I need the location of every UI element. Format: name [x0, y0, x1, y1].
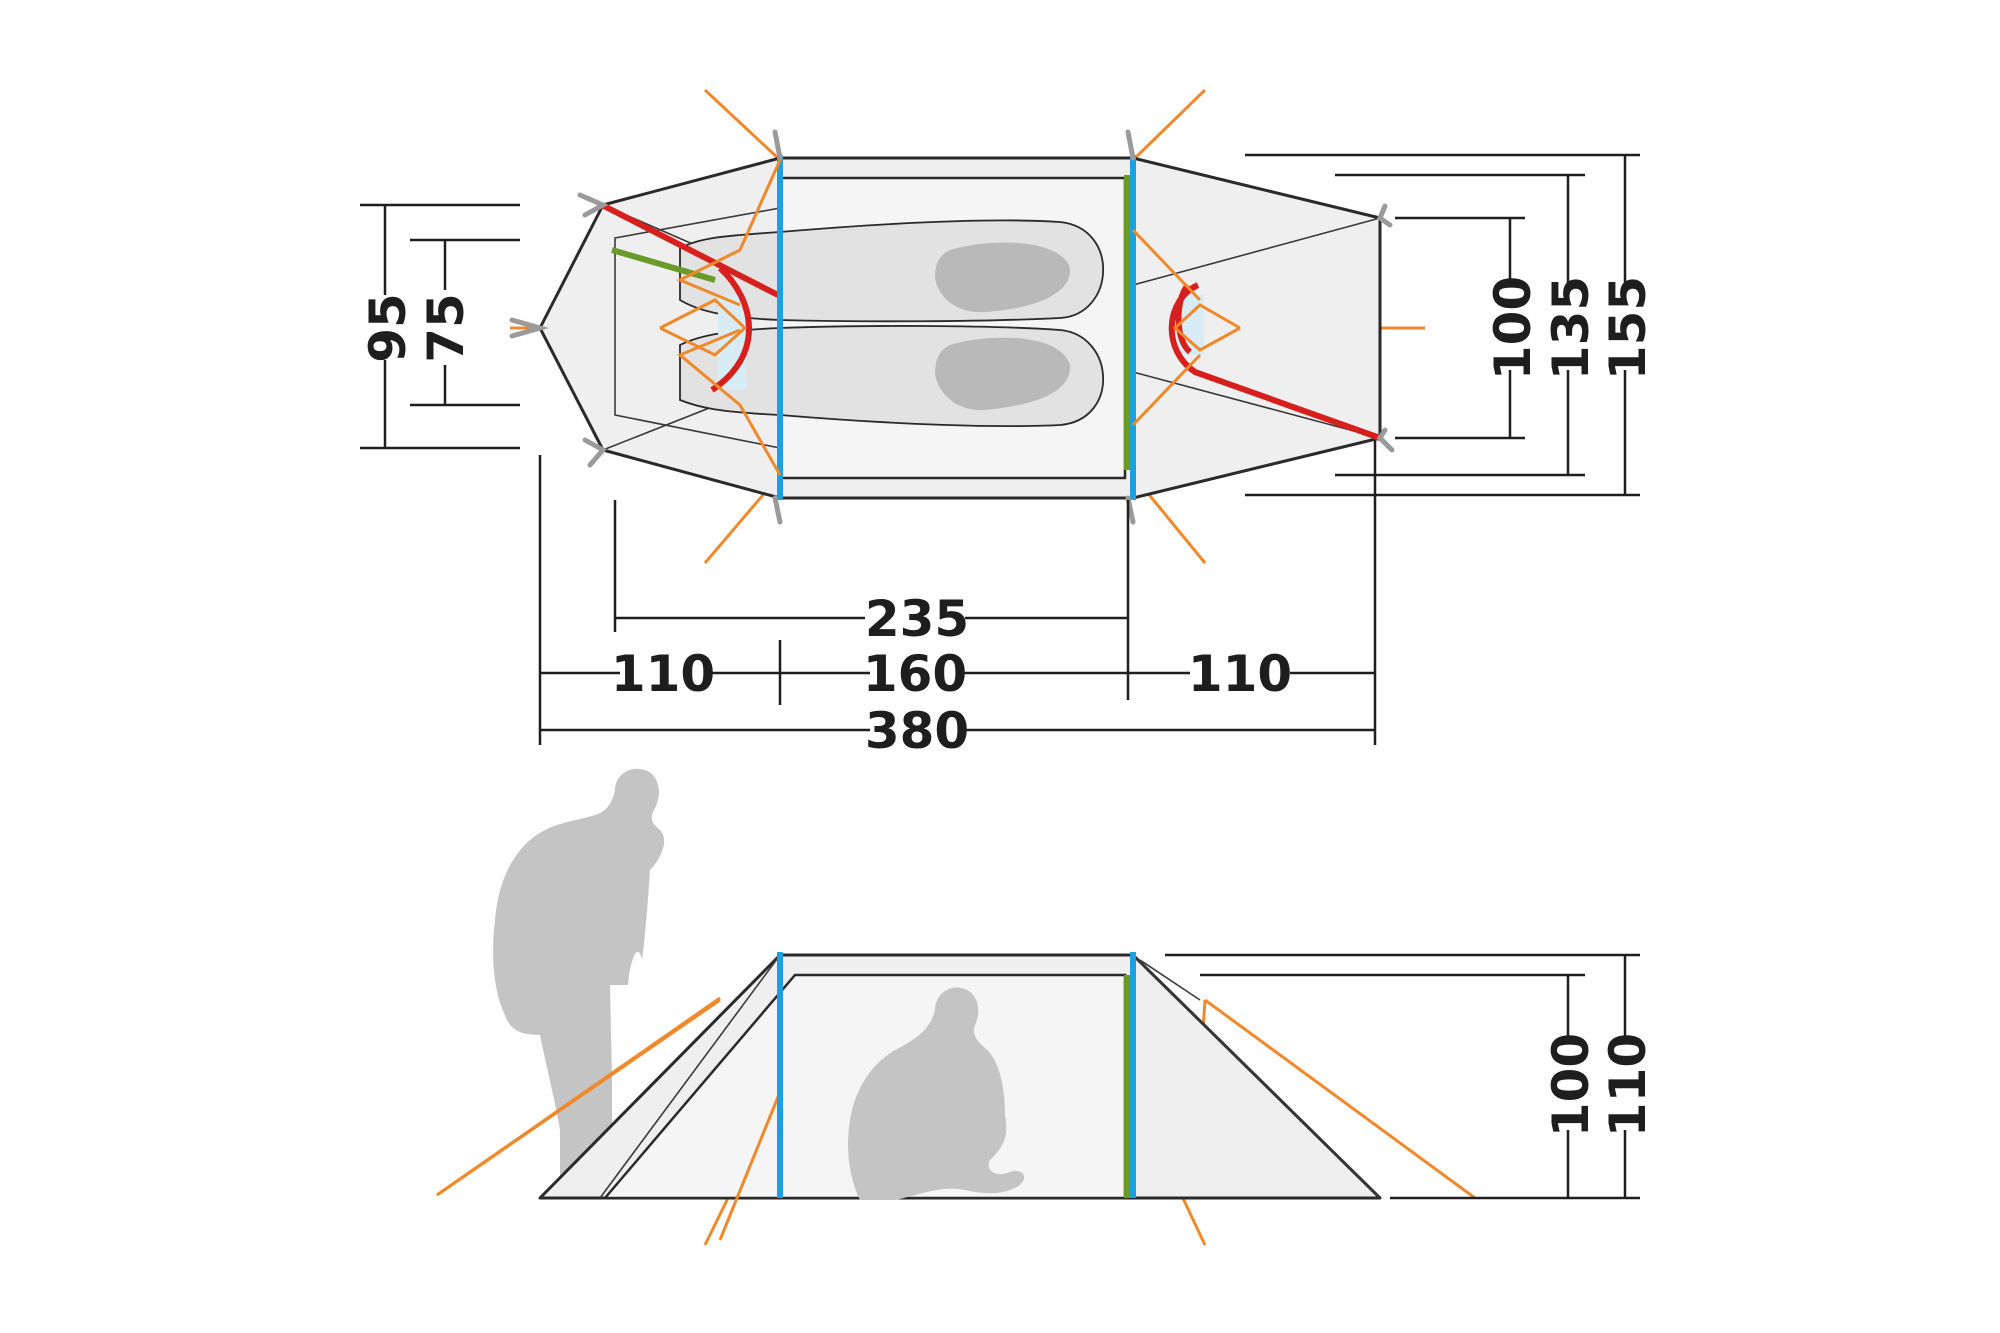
- dim-110-side: 110: [1599, 1033, 1657, 1137]
- dim-380: 380: [865, 702, 969, 760]
- dim-100-side: 100: [1542, 1033, 1600, 1137]
- side-view: 100 110: [436, 768, 1657, 1246]
- dim-155: 155: [1599, 276, 1657, 380]
- bottom-dimension-lines: [538, 440, 1377, 745]
- left-dimension-lines: [360, 203, 520, 450]
- dim-100-top: 100: [1484, 276, 1542, 380]
- pillow-top: [935, 242, 1071, 313]
- dim-235: 235: [865, 590, 969, 648]
- right-dimension-lines: [1245, 153, 1640, 497]
- pole-green-left: [611, 247, 716, 283]
- dim-110-right: 110: [1188, 645, 1292, 703]
- pole-red-left: [600, 202, 780, 393]
- dim-160: 160: [863, 645, 967, 703]
- top-view: 95 75 235 110 160 110 380 100 135 155: [359, 88, 1657, 760]
- pegs-top: [509, 129, 1395, 525]
- pole-red-right: [1168, 282, 1382, 441]
- backpacker-silhouette: [493, 768, 665, 1198]
- dim-95: 95: [359, 293, 417, 363]
- pillow-bottom: [935, 337, 1071, 411]
- side-dimension-lines: [1165, 953, 1640, 1200]
- dim-135: 135: [1542, 276, 1600, 380]
- dim-110-left: 110: [611, 645, 715, 703]
- dim-75: 75: [417, 293, 475, 363]
